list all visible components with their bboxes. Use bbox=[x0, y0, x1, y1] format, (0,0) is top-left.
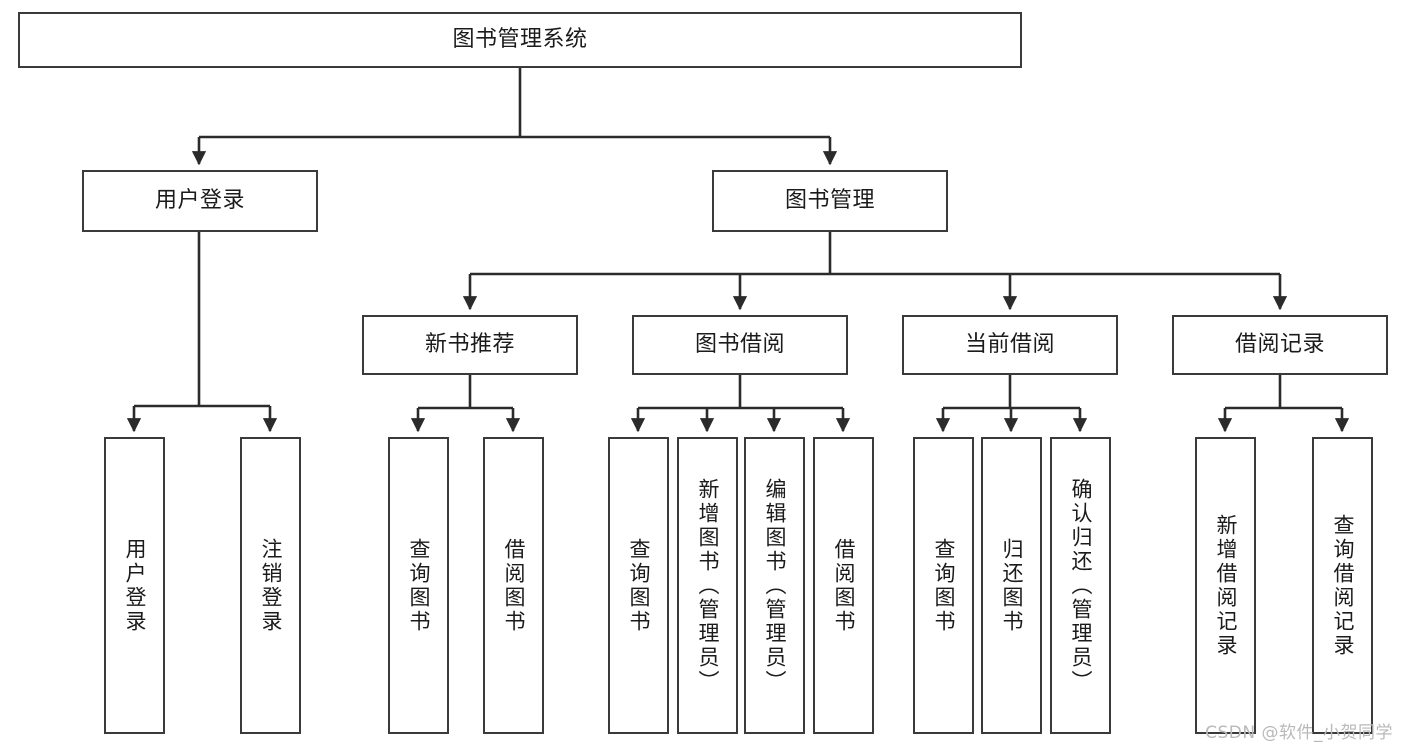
node-label: 借阅记录 bbox=[1234, 331, 1325, 357]
node-label: 图书借阅 bbox=[694, 331, 785, 357]
node-label: 查询图书 bbox=[932, 537, 956, 634]
node-label: 用户登录 bbox=[154, 187, 245, 213]
node-leaf-query-book-current[interactable]: 查询图书 bbox=[913, 437, 974, 734]
node-label: 图书管理 bbox=[784, 187, 875, 213]
node-leaf-add-book-admin[interactable]: 新增图书（管理员） bbox=[677, 437, 738, 734]
node-user-login[interactable]: 用户登录 bbox=[82, 170, 318, 232]
node-label: 新增图书（管理员） bbox=[696, 477, 720, 694]
node-new-book-recommend[interactable]: 新书推荐 bbox=[362, 315, 578, 375]
node-root-system[interactable]: 图书管理系统 bbox=[18, 12, 1022, 68]
node-leaf-user-logout[interactable]: 注销登录 bbox=[240, 437, 301, 734]
node-label: 编辑图书（管理员） bbox=[763, 477, 787, 694]
node-label: 借阅图书 bbox=[832, 537, 856, 634]
node-leaf-borrow-book-recommend[interactable]: 借阅图书 bbox=[483, 437, 544, 734]
node-leaf-query-book-recommend[interactable]: 查询图书 bbox=[388, 437, 449, 734]
node-leaf-query-borrow-record[interactable]: 查询借阅记录 bbox=[1312, 437, 1373, 734]
watermark-text: CSDN @软件_小贺同学 bbox=[1205, 723, 1393, 743]
node-leaf-query-book-borrow[interactable]: 查询图书 bbox=[608, 437, 669, 734]
node-label: 用户登录 bbox=[123, 537, 147, 634]
node-label: 归还图书 bbox=[1000, 537, 1024, 634]
node-label: 注销登录 bbox=[259, 537, 283, 634]
node-leaf-confirm-return-admin[interactable]: 确认归还（管理员） bbox=[1050, 437, 1111, 734]
node-label: 图书管理系统 bbox=[452, 26, 588, 52]
node-current-borrow[interactable]: 当前借阅 bbox=[902, 315, 1118, 375]
node-label: 借阅图书 bbox=[502, 537, 526, 634]
node-leaf-add-borrow-record[interactable]: 新增借阅记录 bbox=[1195, 437, 1256, 734]
node-label: 新增借阅记录 bbox=[1214, 513, 1238, 658]
node-borrow-record[interactable]: 借阅记录 bbox=[1172, 315, 1388, 375]
node-label: 当前借阅 bbox=[964, 331, 1055, 357]
node-book-management[interactable]: 图书管理 bbox=[712, 170, 948, 232]
node-leaf-user-login[interactable]: 用户登录 bbox=[104, 437, 165, 734]
node-leaf-edit-book-admin[interactable]: 编辑图书（管理员） bbox=[744, 437, 805, 734]
node-book-borrow[interactable]: 图书借阅 bbox=[632, 315, 848, 375]
node-label: 查询图书 bbox=[627, 537, 651, 634]
node-leaf-borrow-book[interactable]: 借阅图书 bbox=[813, 437, 874, 734]
node-label: 查询借阅记录 bbox=[1331, 513, 1355, 658]
node-label: 新书推荐 bbox=[424, 331, 515, 357]
node-label: 查询图书 bbox=[407, 537, 431, 634]
node-leaf-return-book[interactable]: 归还图书 bbox=[981, 437, 1042, 734]
node-label: 确认归还（管理员） bbox=[1069, 477, 1093, 694]
